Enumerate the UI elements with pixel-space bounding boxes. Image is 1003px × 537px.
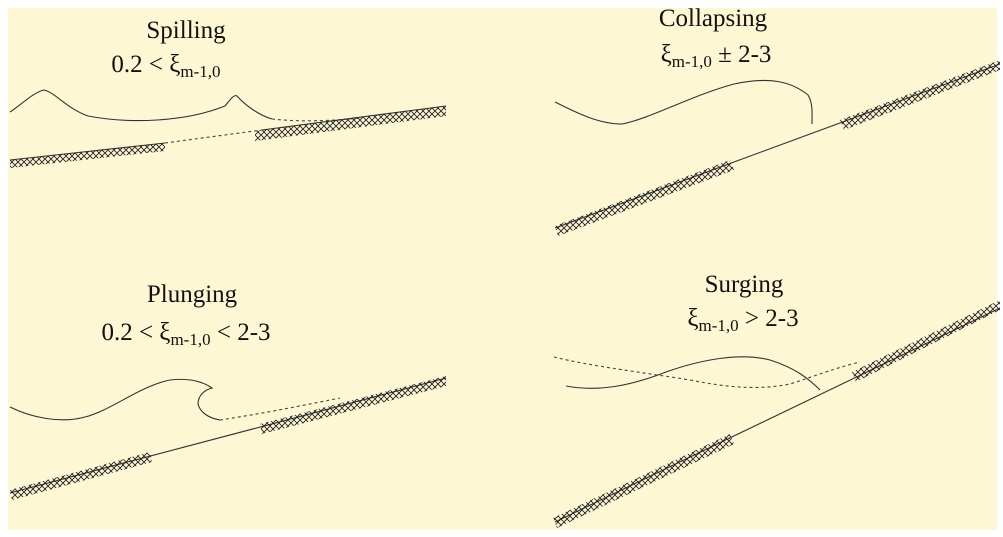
collapsing-title: Collapsing <box>659 5 768 32</box>
surging-title: Surging <box>705 271 784 298</box>
plunging-title: Plunging <box>147 281 238 308</box>
diagram-background <box>8 8 997 530</box>
spilling-title: Spilling <box>146 17 226 44</box>
